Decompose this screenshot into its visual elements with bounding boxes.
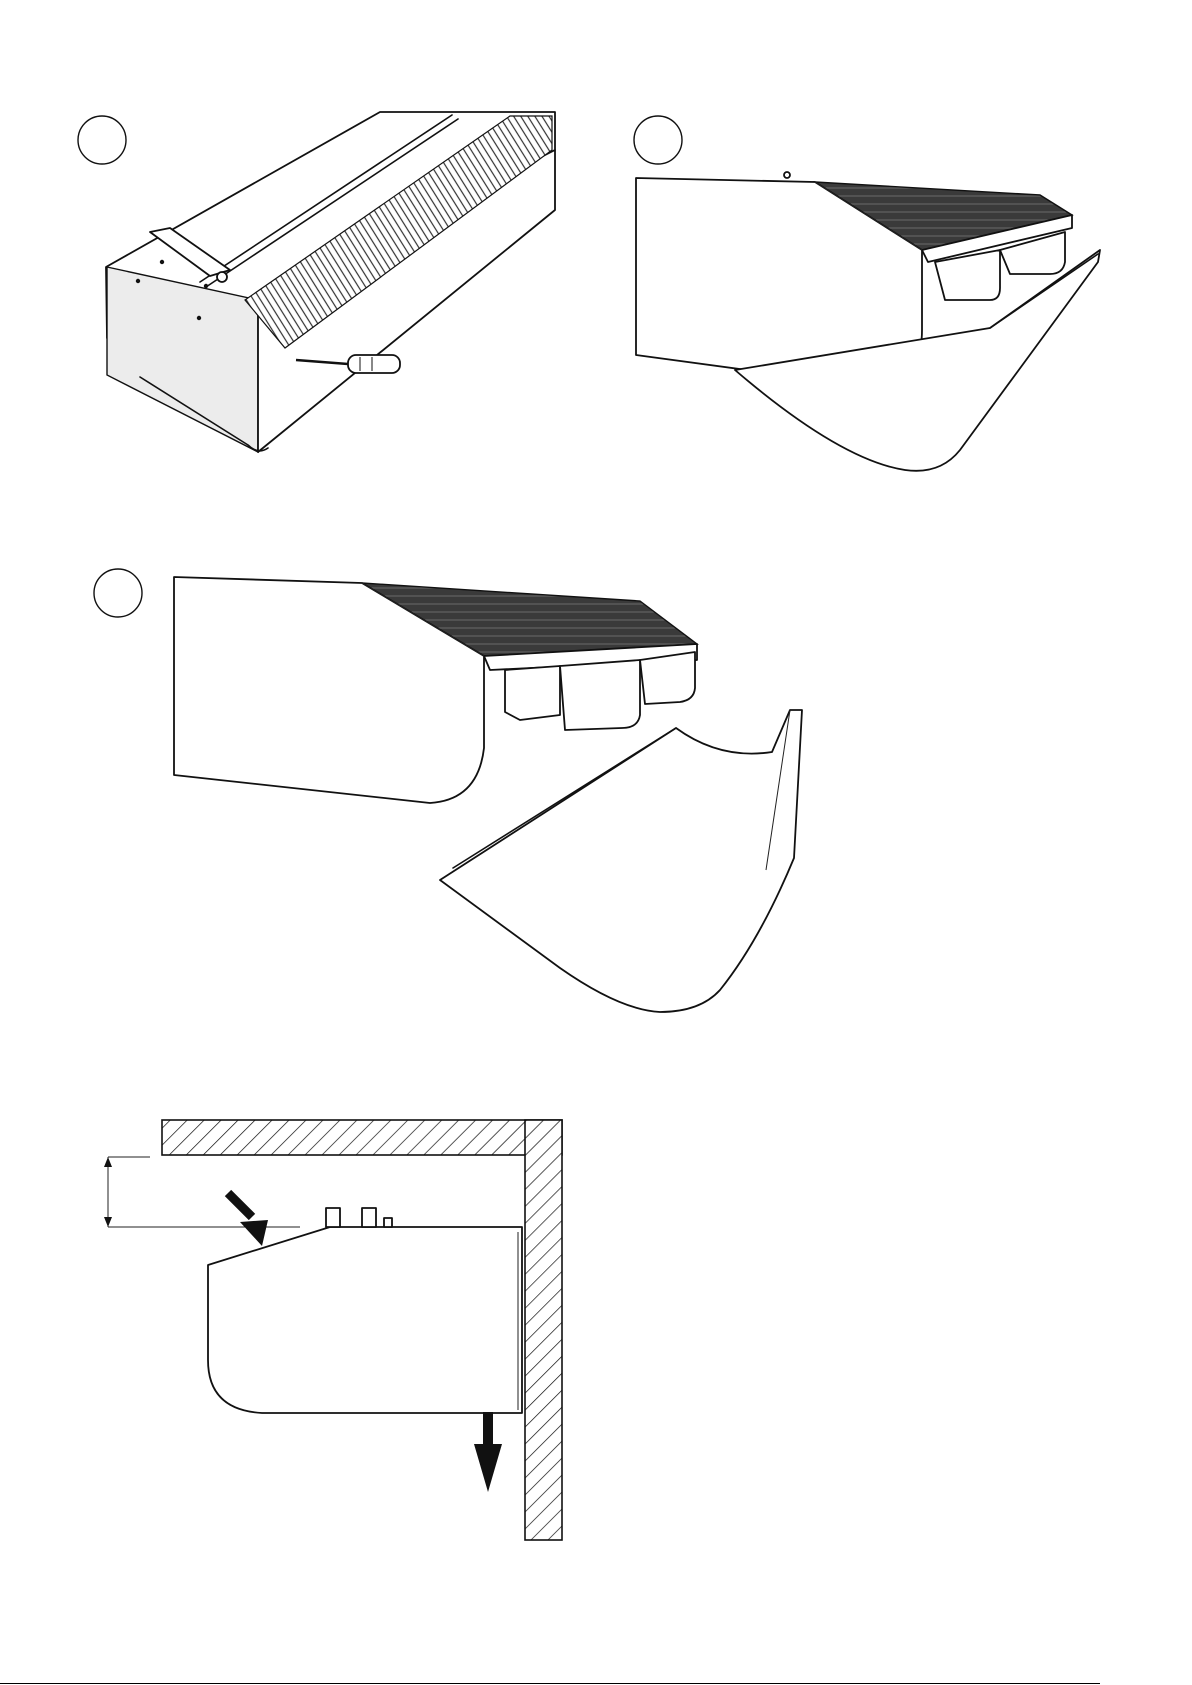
unit-end-cap <box>107 267 258 452</box>
removed-front-cover <box>440 710 802 1012</box>
step-1-badge <box>78 116 126 164</box>
fan-housing <box>505 666 560 720</box>
step-3-badge <box>94 569 142 617</box>
mounting-bolt <box>362 1208 376 1227</box>
step-1-illustration <box>78 112 555 452</box>
step-2-badge <box>634 116 682 164</box>
down-arrow-icon <box>474 1412 502 1492</box>
mounting-bolt <box>326 1208 340 1227</box>
wall-hatch <box>525 1120 562 1540</box>
step-3-illustration <box>94 569 802 1012</box>
unit-cross-section <box>208 1227 522 1413</box>
wall-mount-section <box>104 1120 562 1540</box>
bracket-screw <box>217 272 227 282</box>
diagonal-arrow-icon <box>228 1193 268 1246</box>
mounting-nut <box>384 1218 392 1227</box>
footer-rule <box>0 1683 1100 1684</box>
ceiling-hatch <box>162 1120 562 1155</box>
step-2-illustration <box>634 116 1100 471</box>
top-screw <box>784 172 790 178</box>
